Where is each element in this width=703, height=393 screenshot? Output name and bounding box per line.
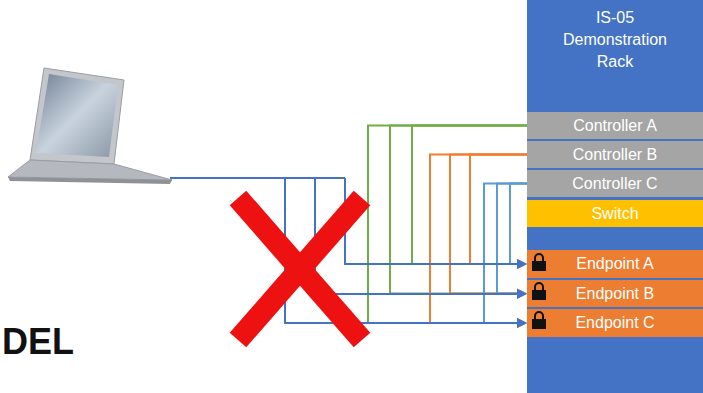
red-cross [238, 198, 362, 340]
controller-bar: Controller B [527, 141, 703, 168]
rack-panel: IS-05 Demonstration RackController A Cont… [527, 0, 703, 393]
bar-label: Endpoint A [576, 254, 653, 274]
endpoint-bar: Endpoint C [527, 309, 703, 337]
arrowhead [517, 289, 527, 299]
connector [430, 155, 527, 329]
padlock-shackle [535, 283, 543, 291]
arrowhead [517, 318, 527, 328]
padlock [532, 283, 546, 300]
connector-line [390, 126, 527, 294]
wire [170, 177, 345, 179]
arrowhead [517, 289, 527, 299]
arrowhead [517, 289, 527, 299]
padlock-body [532, 261, 546, 271]
connector [510, 184, 527, 270]
connector-line [470, 155, 527, 265]
connector [368, 126, 527, 329]
rack-title: IS-05 Demonstration Rack [550, 7, 680, 73]
padlock [532, 254, 546, 271]
laptop-wires [170, 178, 518, 323]
cross-stroke [238, 198, 362, 340]
endpoint-bar: Endpoint A [527, 250, 703, 278]
bar-label: Endpoint B [576, 284, 654, 304]
wire [345, 178, 518, 264]
arrowhead [517, 318, 527, 328]
wire [315, 178, 518, 294]
arrowhead [517, 289, 527, 299]
wire-arrowheads [517, 259, 527, 328]
laptop-lid [30, 68, 124, 164]
bar-label: Endpoint C [575, 313, 654, 333]
bar-label: Controller A [573, 116, 657, 136]
padlock-shackle [535, 312, 543, 320]
arrowhead [517, 259, 527, 269]
connector-line [430, 155, 527, 324]
connector-line [484, 184, 527, 324]
arrowhead [517, 259, 527, 269]
arrowhead [517, 259, 527, 269]
controller-bar: Controller A [527, 112, 703, 139]
laptop-base [8, 160, 172, 180]
bar-label: Controller B [573, 145, 657, 165]
arrowhead [517, 318, 527, 328]
padlock-body [532, 290, 546, 300]
connector [497, 184, 527, 299]
bar-label: Switch [591, 204, 638, 224]
arrowhead [517, 259, 527, 269]
padlock [532, 312, 546, 329]
connector-line [450, 155, 527, 294]
laptop-edge [8, 177, 172, 184]
connector-line [510, 184, 527, 265]
endpoint-bar: Endpoint B [527, 280, 703, 307]
connector-line [497, 184, 527, 294]
laptop [8, 68, 172, 184]
laptop-screen [36, 74, 118, 157]
controller-bar: Controller C [527, 170, 703, 197]
padlock-shackle [535, 254, 543, 262]
connector [484, 184, 527, 329]
heading-fragment: DEL [2, 322, 74, 362]
connector [470, 155, 527, 270]
switch-bar: Switch [527, 200, 703, 227]
arrowhead [517, 318, 527, 328]
connector [450, 155, 527, 299]
cross-stroke [238, 198, 362, 340]
bar-label: Controller C [572, 174, 657, 194]
padlock-body [532, 319, 546, 329]
connector [390, 126, 527, 299]
